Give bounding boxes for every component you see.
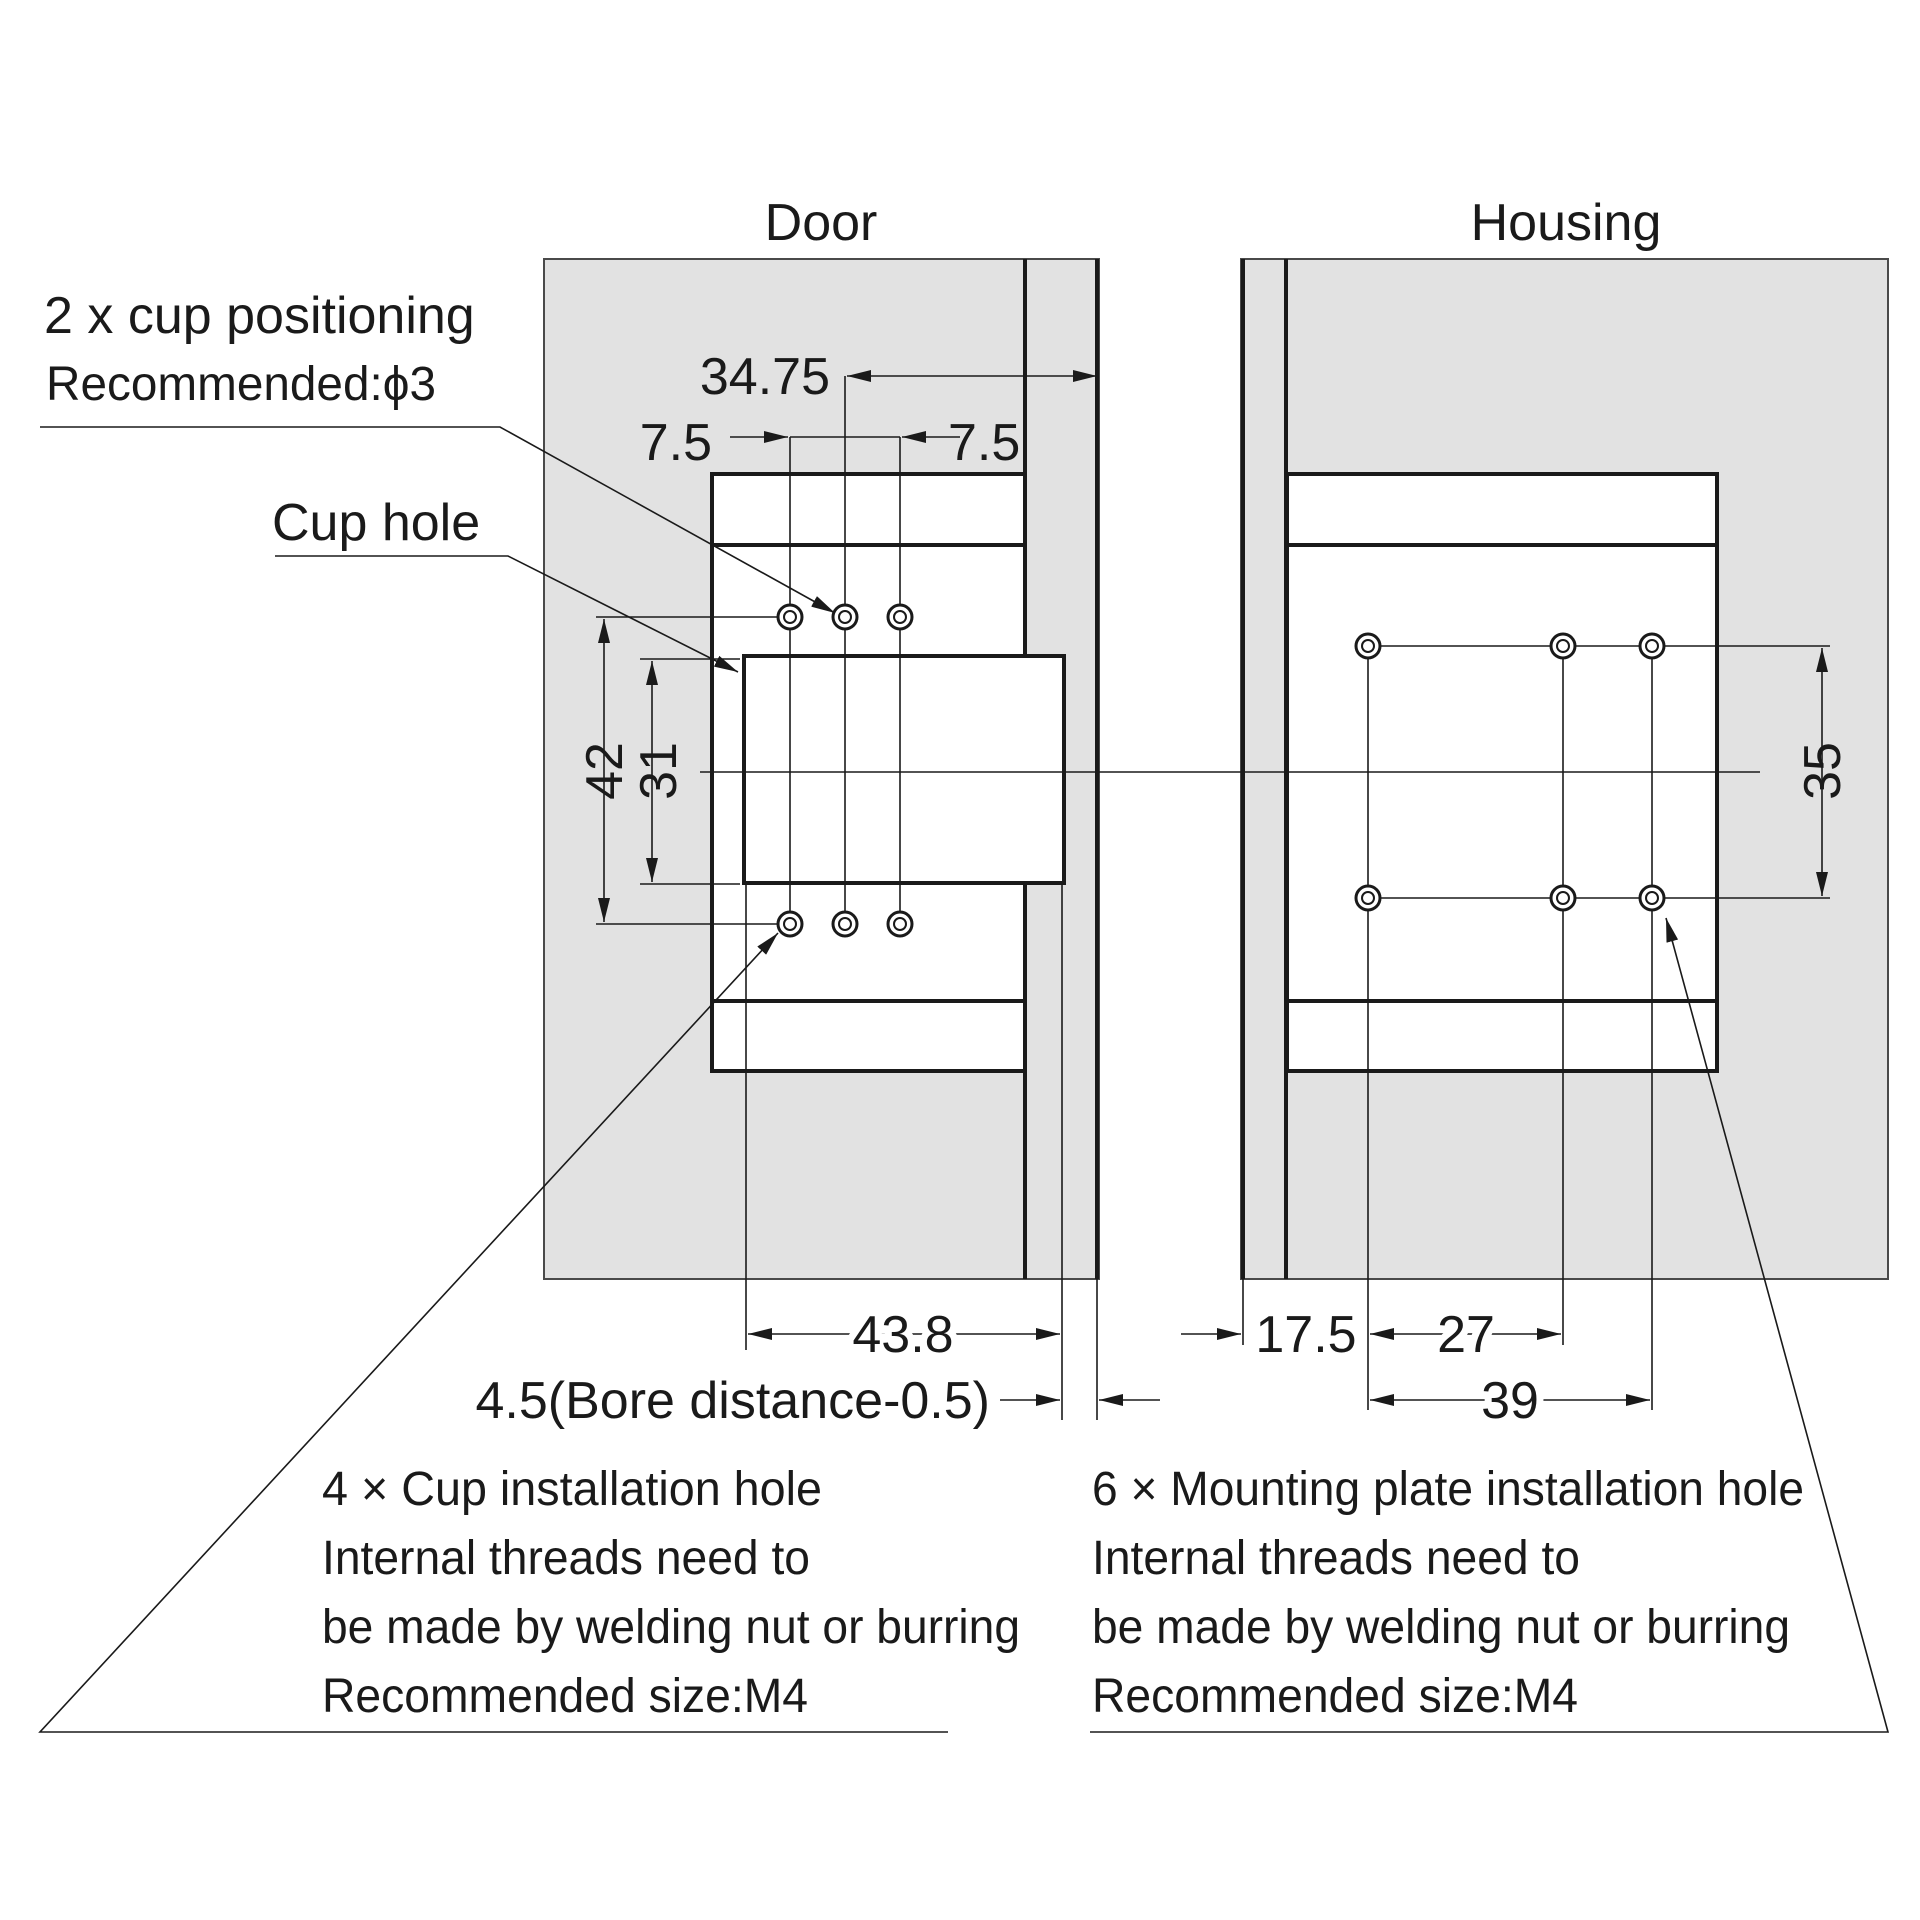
plate-note-line-2: Internal threads need to [1092,1532,1580,1585]
mounting-plate-hole [1638,632,1666,660]
dim-34-75: 34.75 [700,348,830,406]
cup-installation-hole [776,603,804,631]
door-hole-group [776,603,914,938]
dim-43-8: 43.8 [852,1306,953,1364]
cup-installation-note: 4 × Cup installation hole Internal threa… [322,1463,1020,1723]
plate-note-line-3: be made by welding nut or burring [1092,1601,1790,1654]
dim-bore-distance: 4.5(Bore distance-0.5) [476,1372,991,1430]
cup-note-line-3: be made by welding nut or burring [322,1601,1020,1654]
cup-note-line-4: Recommended size:M4 [322,1670,808,1723]
cup-hole [742,654,1066,885]
mounting-plate-hole [1549,884,1577,912]
door-extension-lines [596,376,1098,1420]
dim-31: 31 [630,742,688,800]
cup-installation-hole [886,603,914,631]
cup-installation-hole [776,910,804,938]
dim-7-5-right: 7.5 [948,414,1020,472]
plate-note-line-1: 6 × Mounting plate installation hole [1092,1463,1804,1516]
housing-hole-group [1354,632,1666,912]
plate-installation-note: 6 × Mounting plate installation hole Int… [1092,1463,1804,1723]
dim-35: 35 [1794,742,1852,800]
mounting-plate-hole [1638,884,1666,912]
plate-note-line-4: Recommended size:M4 [1092,1670,1578,1723]
dimension-lines [598,370,1828,1406]
housing-label: Housing [1471,194,1662,252]
cup-note-line-2: Internal threads need to [322,1532,810,1585]
cup-positioning-recommendation: Recommended:ϕ3 [46,358,436,411]
dim-42: 42 [576,742,634,800]
housing-extension-lines [1242,645,1830,1410]
mounting-plate-hole [1354,632,1382,660]
dim-17-5: 17.5 [1255,1306,1356,1364]
dim-27: 27 [1437,1306,1495,1364]
cup-positioning-hole [831,910,859,938]
cup-note-line-1: 4 × Cup installation hole [322,1463,822,1516]
mounting-plate-hole [1549,632,1577,660]
mounting-plate-hole [1354,884,1382,912]
cup-positioning-hole [831,603,859,631]
leader-lines [38,426,1890,1733]
dim-7-5-left: 7.5 [640,414,712,472]
door-label: Door [765,194,878,252]
cup-installation-hole [886,910,914,938]
dim-39: 39 [1481,1372,1539,1430]
cup-positioning-title: 2 x cup positioning [44,287,475,345]
cup-hole-label: Cup hole [272,494,480,552]
